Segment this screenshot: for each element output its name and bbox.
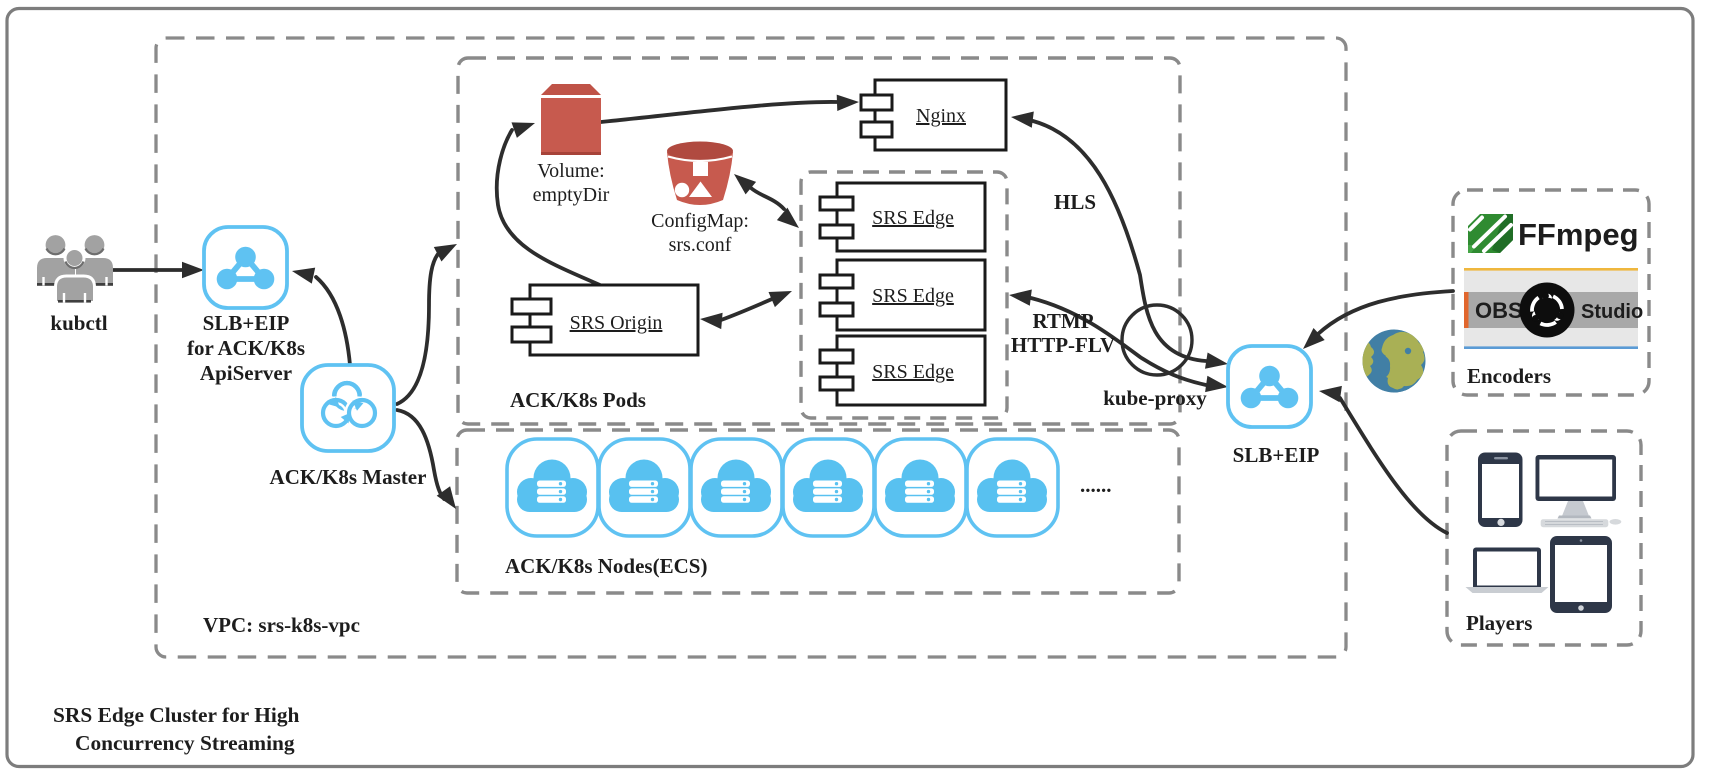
svg-text:Volume:: Volume: xyxy=(537,160,604,182)
svg-text:SLB+EIP: SLB+EIP xyxy=(203,311,290,335)
svg-text:for ACK/K8s: for ACK/K8s xyxy=(187,336,305,360)
svg-text:kubctl: kubctl xyxy=(50,311,107,335)
svg-text:OBS: OBS xyxy=(1475,298,1523,323)
svg-text:Players: Players xyxy=(1466,611,1532,635)
svg-text:SRS Origin: SRS Origin xyxy=(570,312,663,334)
svg-text:ACK/K8s Master: ACK/K8s Master xyxy=(270,465,427,489)
svg-text:Concurrency Streaming: Concurrency Streaming xyxy=(75,731,295,755)
svg-text:SRS Edge: SRS Edge xyxy=(872,285,954,307)
svg-text:ApiServer: ApiServer xyxy=(200,361,292,385)
svg-text:SLB+EIP: SLB+EIP xyxy=(1233,443,1320,467)
svg-text:Nginx: Nginx xyxy=(916,105,966,127)
svg-text:RTMP: RTMP xyxy=(1032,309,1093,333)
svg-text:emptyDir: emptyDir xyxy=(533,184,610,206)
svg-text:......: ...... xyxy=(1080,473,1112,497)
svg-text:ACK/K8s Nodes(ECS): ACK/K8s Nodes(ECS) xyxy=(505,554,707,578)
svg-text:ACK/K8s Pods: ACK/K8s Pods xyxy=(510,388,646,412)
svg-text:ConfigMap:: ConfigMap: xyxy=(651,210,749,232)
svg-text:HLS: HLS xyxy=(1054,190,1096,214)
svg-text:VPC: srs-k8s-vpc: VPC: srs-k8s-vpc xyxy=(203,613,360,637)
svg-text:HTTP-FLV: HTTP-FLV xyxy=(1011,333,1115,357)
svg-text:Encoders: Encoders xyxy=(1467,364,1551,388)
svg-text:SRS Edge Cluster for High: SRS Edge Cluster for High xyxy=(53,703,300,727)
svg-text:srs.conf: srs.conf xyxy=(669,234,732,256)
svg-text:FFmpeg: FFmpeg xyxy=(1518,217,1639,252)
svg-text:Studio: Studio xyxy=(1581,301,1643,323)
svg-text:SRS Edge: SRS Edge xyxy=(872,361,954,383)
svg-text:kube-proxy: kube-proxy xyxy=(1103,386,1207,410)
svg-text:SRS Edge: SRS Edge xyxy=(872,207,954,229)
